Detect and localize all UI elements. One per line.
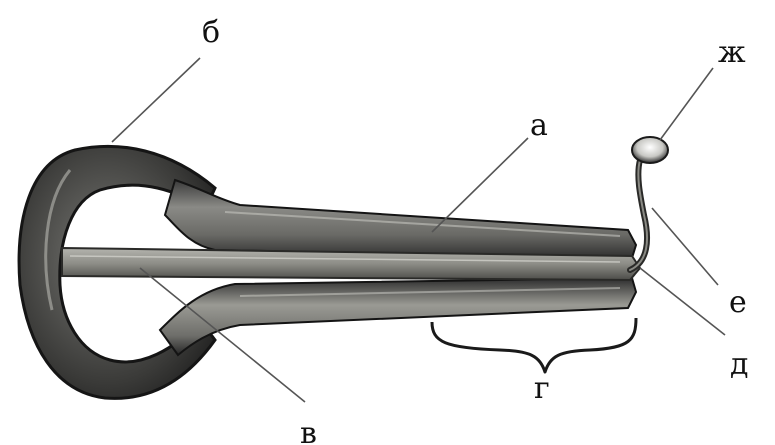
leader-zh xyxy=(660,68,713,140)
label-v: в xyxy=(300,416,317,445)
label-e: е xyxy=(729,285,747,320)
trigger-tip xyxy=(632,137,668,163)
leader-e xyxy=(652,208,718,285)
lower-arm xyxy=(160,278,636,355)
label-zh: ж xyxy=(718,35,746,70)
label-a: а xyxy=(530,108,548,143)
leader-b xyxy=(112,58,200,142)
upper-arm xyxy=(165,180,636,258)
label-b: б xyxy=(202,15,220,50)
label-d: д xyxy=(730,347,748,382)
brace-g xyxy=(432,318,636,372)
leader-a xyxy=(432,138,528,232)
label-g: г xyxy=(534,371,550,406)
